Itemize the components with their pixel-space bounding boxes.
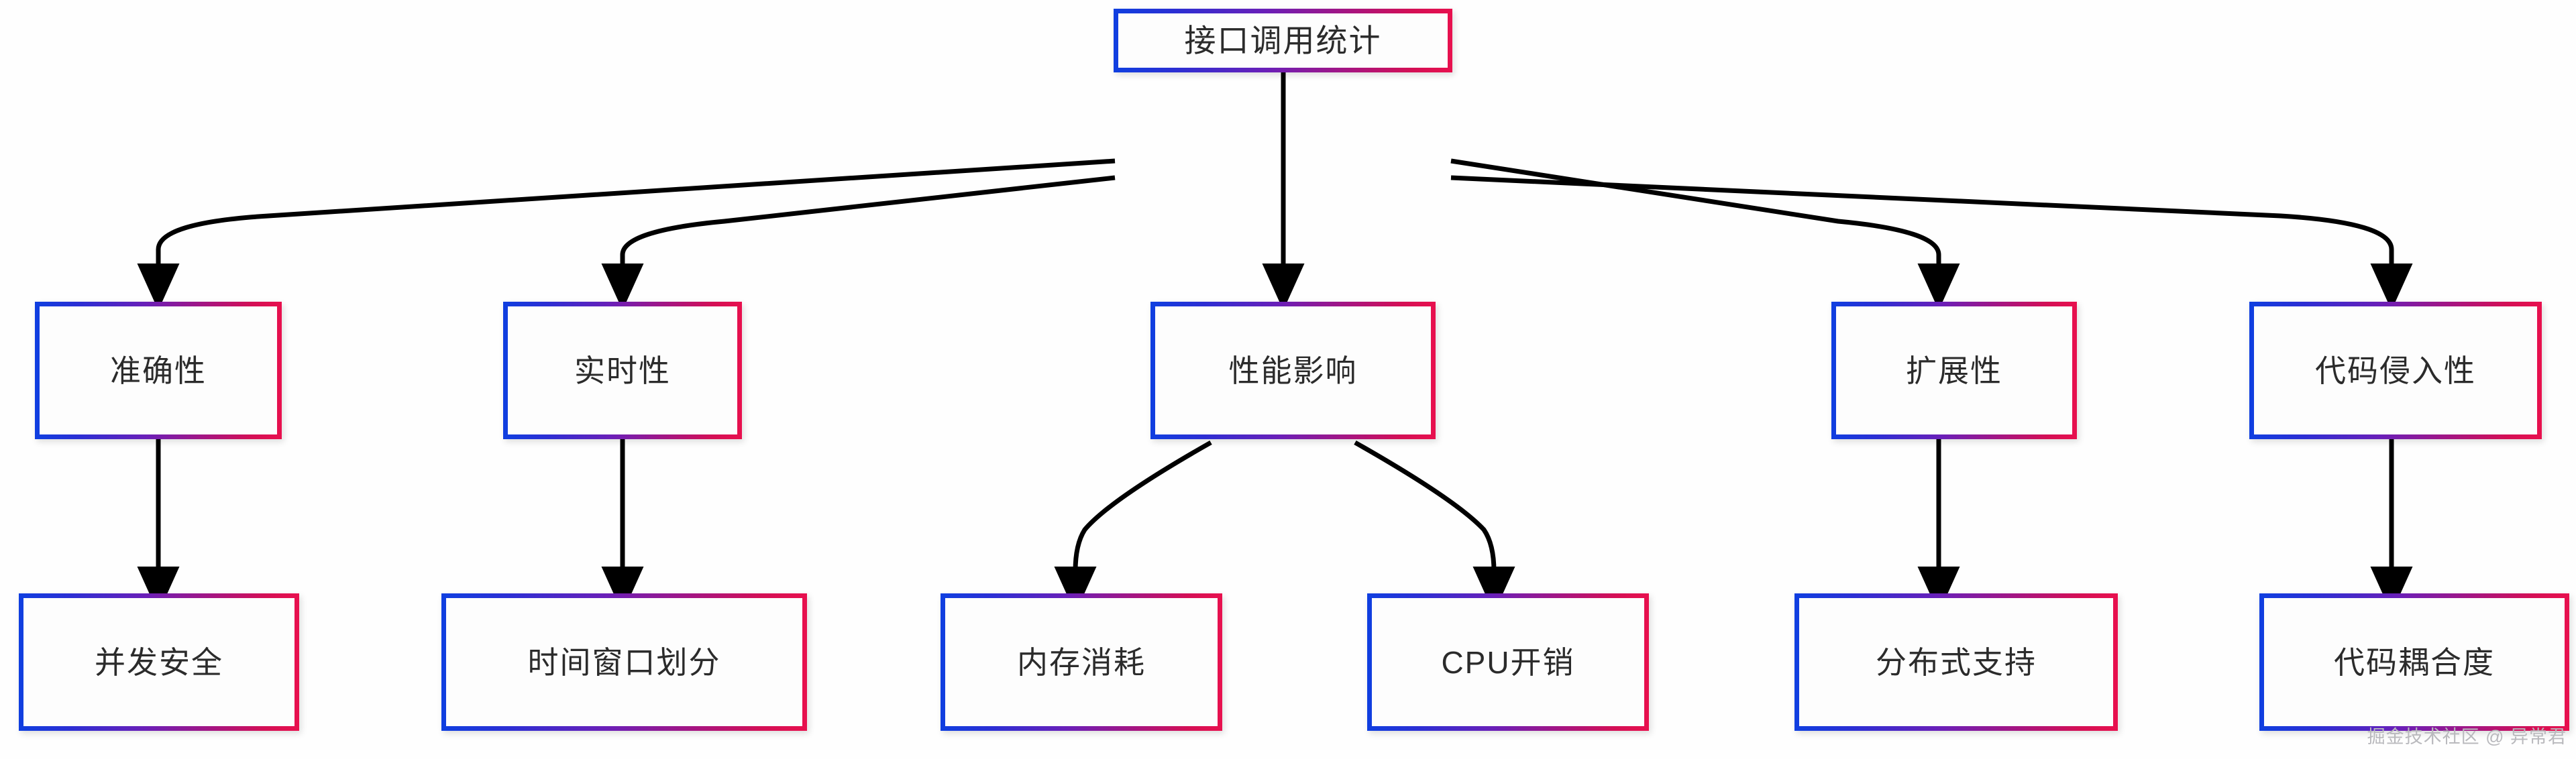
node-concurrency-label: 并发安全 — [95, 644, 223, 680]
node-concurrency-inner: 并发安全 — [23, 598, 294, 726]
node-distributed-label: 分布式支持 — [1876, 644, 2037, 680]
node-performance-inner: 性能影响 — [1155, 306, 1431, 434]
node-cpu[interactable]: CPU开销 — [1367, 593, 1649, 731]
node-timewindow-inner: 时间窗口划分 — [446, 598, 802, 726]
node-realtime-label: 实时性 — [574, 353, 671, 388]
node-coupling-label: 代码耦合度 — [2334, 644, 2495, 680]
node-root-inner: 接口调用统计 — [1118, 13, 1448, 68]
node-cpu-inner: CPU开销 — [1372, 598, 1644, 726]
node-memory[interactable]: 内存消耗 — [941, 593, 1222, 731]
edge-performance-to-cpu — [1354, 440, 1515, 614]
edge-root-to-realtime — [601, 175, 1116, 310]
edge-performance-to-memory — [1054, 440, 1212, 614]
edge-root-to-intrusion — [1450, 175, 2413, 310]
node-memory-label: 内存消耗 — [1017, 644, 1146, 680]
node-intrusion-inner: 代码侵入性 — [2254, 306, 2537, 434]
node-timewindow-label: 时间窗口划分 — [527, 644, 721, 680]
node-distributed[interactable]: 分布式支持 — [1794, 593, 2118, 731]
watermark-text: 掘金技术社区 @ 异常君 — [2367, 727, 2567, 747]
edge-root-to-accuracy — [137, 158, 1116, 310]
node-accuracy-label: 准确性 — [110, 353, 207, 388]
node-realtime-inner: 实时性 — [508, 306, 737, 434]
node-intrusion-label: 代码侵入性 — [2315, 353, 2476, 388]
node-scalability-label: 扩展性 — [1906, 353, 2002, 388]
node-performance[interactable]: 性能影响 — [1150, 302, 1436, 439]
node-performance-label: 性能影响 — [1228, 353, 1358, 388]
node-accuracy[interactable]: 准确性 — [35, 302, 282, 439]
node-root[interactable]: 接口调用统计 — [1114, 9, 1452, 72]
node-cpu-label: CPU开销 — [1441, 644, 1575, 680]
node-realtime[interactable]: 实时性 — [503, 302, 742, 439]
node-memory-inner: 内存消耗 — [945, 598, 1218, 726]
node-intrusion[interactable]: 代码侵入性 — [2249, 302, 2542, 439]
node-timewindow[interactable]: 时间窗口划分 — [441, 593, 807, 731]
edge-root-to-scalability — [1450, 158, 1960, 310]
node-distributed-inner: 分布式支持 — [1799, 598, 2113, 726]
node-scalability[interactable]: 扩展性 — [1831, 302, 2077, 439]
node-accuracy-inner: 准确性 — [40, 306, 277, 434]
node-concurrency[interactable]: 并发安全 — [19, 593, 299, 731]
node-coupling-inner: 代码耦合度 — [2264, 598, 2565, 726]
node-scalability-inner: 扩展性 — [1836, 306, 2072, 434]
node-coupling[interactable]: 代码耦合度 — [2259, 593, 2569, 731]
node-root-label: 接口调用统计 — [1184, 23, 1382, 58]
